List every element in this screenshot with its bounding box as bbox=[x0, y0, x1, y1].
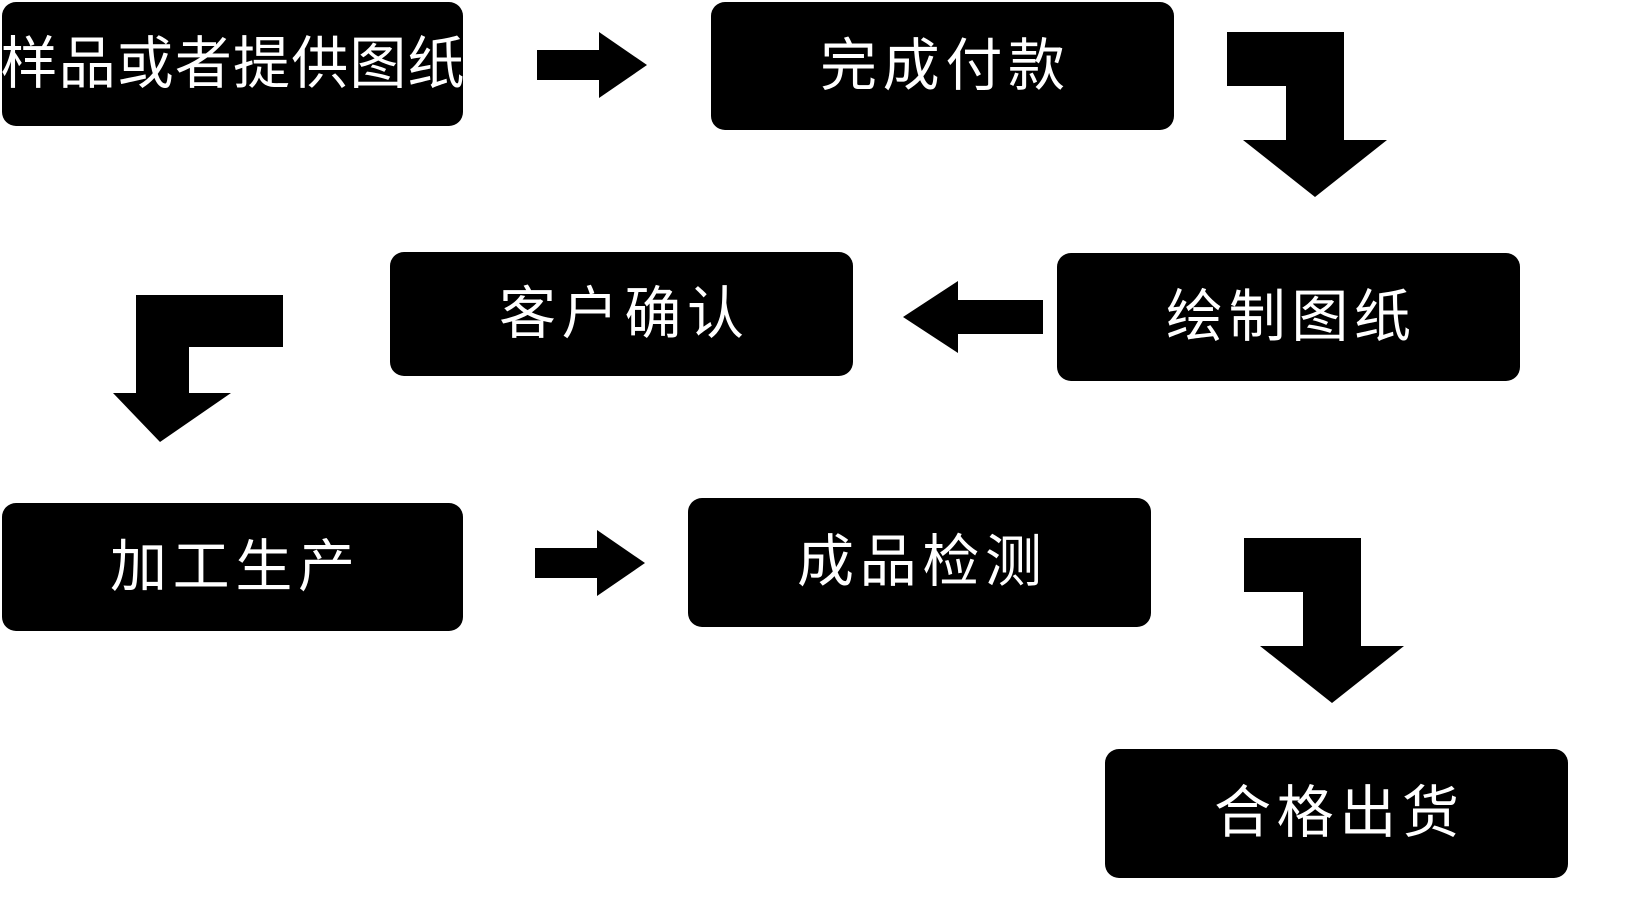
arrow-left-drawing-to-confirm bbox=[903, 281, 1043, 353]
flow-node-production[interactable]: 加工生产 bbox=[2, 503, 463, 631]
arrow-elbow-payment-to-drawing bbox=[1227, 32, 1387, 197]
arrow-right-sample-to-payment bbox=[537, 32, 647, 98]
flow-node-payment[interactable]: 完成付款 bbox=[711, 2, 1174, 130]
flow-node-sample[interactable]: 样品或者提供图纸 bbox=[1, 2, 464, 126]
flow-node-shipment[interactable]: 合格出货 bbox=[1105, 749, 1568, 878]
flow-node-inspection[interactable]: 成品检测 bbox=[688, 498, 1151, 627]
flow-node-drawing[interactable]: 绘制图纸 bbox=[1057, 253, 1520, 381]
arrow-right-production-to-inspection bbox=[535, 530, 645, 596]
arrow-elbow-inspection-to-shipment bbox=[1244, 538, 1404, 703]
arrow-elbow-confirm-to-production bbox=[113, 295, 283, 442]
flow-node-confirm[interactable]: 客户确认 bbox=[390, 252, 853, 376]
